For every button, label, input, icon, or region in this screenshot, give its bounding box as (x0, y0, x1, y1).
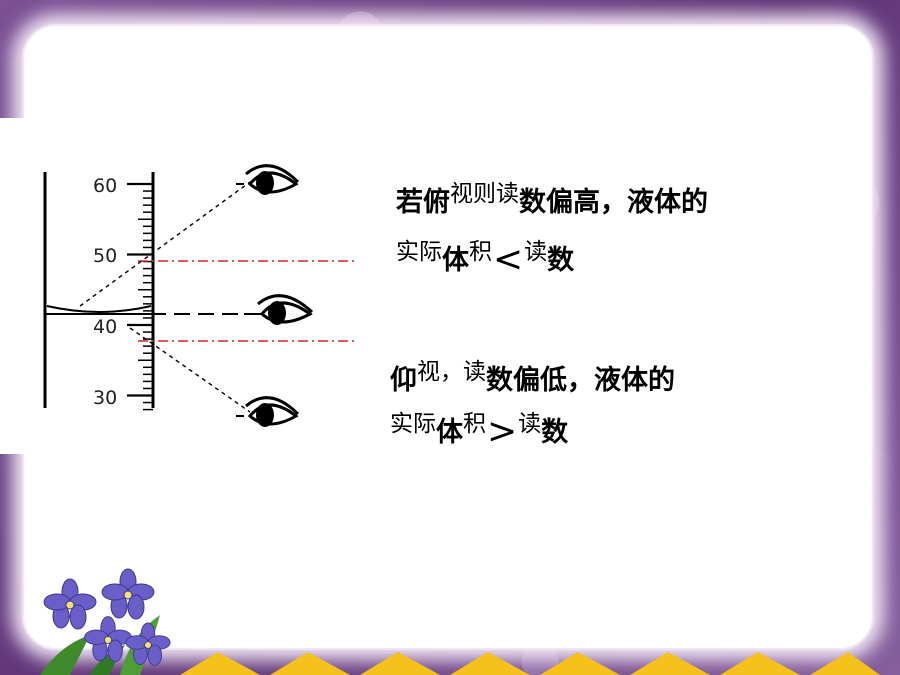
statement-segment: 积 (469, 239, 492, 265)
statement-segment: 实际 (396, 239, 442, 265)
scale-label-40: 40 (93, 316, 117, 338)
statement-segment: 数偏低，液体的 (486, 365, 675, 396)
liquid-meniscus (46, 305, 152, 313)
statement-segment: 体 (442, 245, 469, 276)
cylinder-diagram: 60 50 40 30 (0, 118, 356, 454)
statement-segment: 若俯 (396, 187, 450, 218)
scale-label-30: 30 (93, 387, 117, 409)
look-up-line-1: 仰视，读数偏低，液体的 (390, 358, 675, 397)
flower-decoration (40, 568, 171, 675)
statement-segment: 视则读 (450, 181, 519, 207)
statement-segment: 读 (518, 411, 542, 437)
statement-segment: 视，读 (417, 359, 486, 385)
eye-middle-icon (244, 294, 314, 325)
scale-label-50: 50 (93, 245, 117, 267)
look-down-line-1: 若俯视则读数偏高，液体的 (396, 180, 708, 219)
greater-than-symbol: > (487, 411, 518, 452)
look-up-statement: 仰视，读数偏低，液体的 实际体积>读数 (390, 358, 675, 452)
look-up-sight-line (129, 327, 251, 413)
scale-label-60: 60 (93, 175, 117, 197)
look-down-statement: 若俯视则读数偏高，液体的 实际体积<读数 (396, 180, 708, 280)
diagram-svg: 60 50 40 30 (43, 164, 356, 427)
look-up-line-2: 实际体积>读数 (390, 409, 675, 452)
statement-segment: 数 (541, 417, 569, 448)
statement-segment: 读 (524, 239, 548, 265)
zigzag-banner (180, 652, 880, 675)
statement-segment: 体 (436, 417, 463, 448)
eye-top-icon (236, 164, 300, 195)
statement-segment: 数偏高，液体的 (519, 187, 708, 218)
statement-segment: 仰 (390, 365, 417, 396)
statement-segment: 积 (463, 411, 486, 437)
look-down-line-2: 实际体积<读数 (396, 237, 708, 280)
scale-ticks (127, 182, 153, 411)
less-than-symbol: < (493, 239, 524, 280)
statement-segment: 实际 (390, 411, 436, 437)
eye-bottom-icon (236, 396, 300, 427)
statement-segment: 数 (547, 245, 575, 276)
look-down-sight-line (79, 181, 251, 307)
